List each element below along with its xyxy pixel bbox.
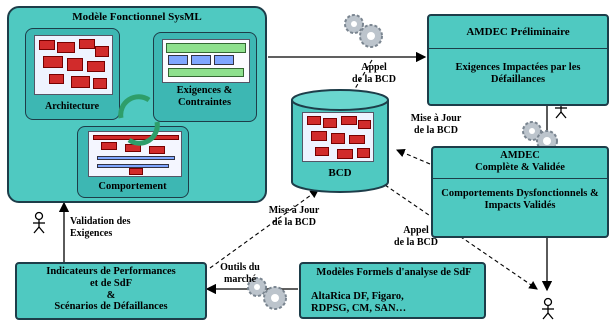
divider: [429, 48, 607, 49]
exigences-diagram-thumbnail: [162, 39, 250, 83]
gear-icon: [247, 277, 267, 297]
label-maj-right: Mise à Jour de la BCD: [410, 113, 462, 136]
cycle-arrows-icon: [118, 94, 160, 146]
label-validation: Validation des Exigences: [70, 216, 131, 239]
gear-icon: [522, 121, 542, 141]
divider: [433, 178, 607, 179]
bcd-label: BCD: [328, 167, 352, 179]
architecture-label: Architecture: [44, 101, 100, 112]
indicateurs-text: Indicateurs de Performances et de SdF & …: [46, 266, 176, 313]
indicateurs-box: Indicateurs de Performances et de SdF & …: [15, 262, 207, 320]
person-icon: [33, 211, 45, 234]
comportement-panel: Comportement: [77, 126, 189, 198]
amdec-preliminaire-title: AMDEC Préliminaire: [466, 26, 570, 38]
architecture-panel: Architecture: [25, 28, 120, 120]
amdec-preliminaire-box: AMDEC Préliminaire Exigences Impactées p…: [427, 14, 609, 106]
label-appel-bottom: Appel de la BCD: [394, 225, 438, 248]
exigences-label: Exigences & Contraintes: [176, 85, 233, 109]
gear-icon: [263, 286, 287, 310]
exigences-panel: Exigences & Contraintes: [153, 32, 257, 122]
amdec-complete-subtitle: Comportements Dysfonctionnels & Impacts …: [441, 188, 599, 212]
comportement-label: Comportement: [98, 181, 167, 192]
modeles-formels-title: Modèles Formels d'analyse de SdF: [316, 267, 472, 278]
amdec-complete-box: AMDEC Complète & Validée Comportements D…: [431, 146, 609, 238]
modeles-formels-box: Modèles Formels d'analyse de SdF AltaRic…: [299, 262, 486, 319]
label-outils: Outils du marché: [220, 262, 260, 285]
sysml-model-box: Modèle Fonctionnel SysML Architecture Ex…: [7, 6, 267, 203]
architecture-diagram-thumbnail: [34, 35, 113, 95]
bcd-content-thumbnail: [302, 112, 374, 162]
sysml-title: Modèle Fonctionnel SysML: [72, 11, 202, 23]
label-appel-top: Appel de la BCD: [352, 62, 396, 85]
amdec-complete-title: AMDEC Complète & Validée: [475, 150, 565, 174]
comportement-diagram-thumbnail: [88, 131, 182, 177]
modeles-formels-tools: AltaRica DF, Figaro, RDPSG, CM, SAN…: [311, 291, 407, 315]
gear-icon: [344, 14, 364, 34]
person-icon: [542, 297, 554, 320]
dashed-maj-left: [209, 189, 319, 269]
dashed-maj-right: [395, 148, 431, 165]
gear-icon: [359, 24, 383, 48]
label-maj-left: Mise à Jour de la BCD: [268, 205, 320, 228]
amdec-preliminaire-subtitle: Exigences Impactées par les Défaillances: [455, 62, 581, 86]
